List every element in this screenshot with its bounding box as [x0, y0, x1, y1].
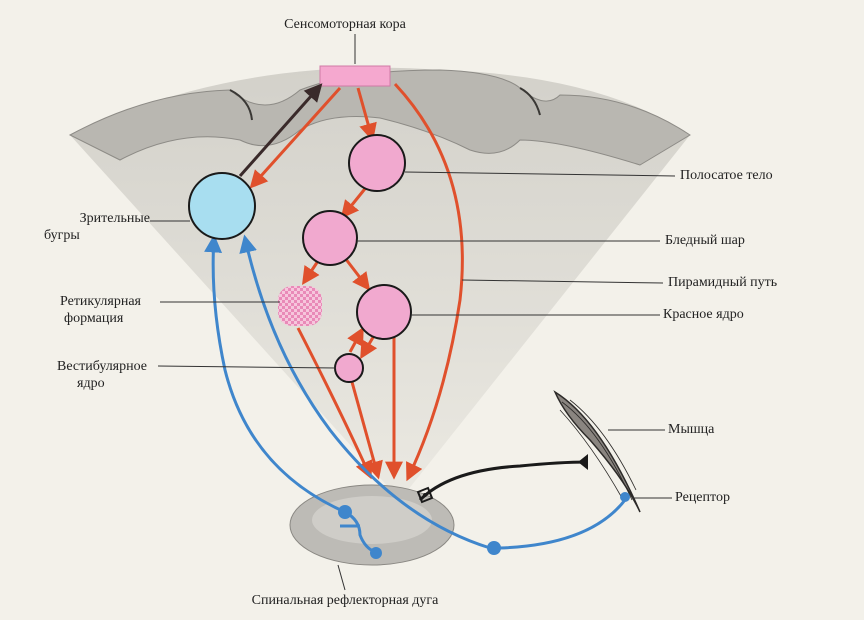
pyramidal-tract [393, 82, 464, 482]
afferent-to-thalamus-left [204, 234, 346, 514]
label-striatum: Полосатое тело [680, 168, 773, 183]
label-thalamus-1: Зрительные [79, 211, 150, 226]
label-spinal-arc: Спинальная рефлекторная дуга [251, 593, 439, 608]
striatum-node [348, 134, 406, 192]
vestibular-to-red-nucleus [347, 326, 364, 353]
dorsal-ganglion [487, 541, 501, 555]
reticular-node [278, 286, 322, 326]
vestibular-node [334, 353, 364, 383]
leader-pyramidal [461, 279, 664, 284]
spinal-neuron-dot [423, 493, 427, 497]
pallidum-to-red-nucleus [343, 257, 371, 291]
receptor-dot [620, 492, 630, 502]
motor-neuron [370, 547, 382, 559]
label-reticular-2: формация [64, 311, 124, 326]
pallidum-node [302, 210, 358, 266]
reflex-inner [344, 510, 376, 554]
label-muscle: Мышца [668, 422, 715, 437]
label-receptor: Рецептор [675, 490, 730, 505]
sulcus-left [229, 89, 253, 121]
label-reticular-1: Ретикулярная [60, 294, 141, 309]
red-nucleus-node [356, 284, 412, 340]
striatum-to-pallidum [340, 184, 370, 219]
thalamus-node [188, 172, 256, 240]
label-thalamus-2: бугры [44, 228, 80, 243]
thalamus-to-cortex [238, 83, 323, 177]
afferent-to-thalamus-right [239, 234, 491, 550]
label-red-nucleus: Красное ядро [663, 307, 744, 322]
cortex-to-thalamus [249, 86, 342, 189]
receptor-afferent [499, 499, 627, 550]
muscle-fibres [559, 399, 637, 501]
spinal-neuron-icon [416, 486, 434, 504]
label-vestibular-2: ядро [77, 376, 105, 391]
leader-vestibular [157, 365, 337, 369]
leader-spinal-arc [337, 564, 346, 591]
label-pyramidal: Пирамидный путь [668, 275, 778, 290]
cortex-band [68, 69, 691, 166]
efferent-to-muscle [418, 460, 589, 502]
label-pallidum: Бледный шар [665, 233, 745, 248]
sulcus-right [519, 87, 541, 116]
leader-striatum [404, 171, 676, 177]
muscle-icon [553, 390, 641, 513]
label-vestibular-1: Вестибулярное [57, 359, 148, 374]
sensorimotor-cortex [319, 65, 391, 87]
interneuron [338, 505, 352, 519]
cortex-to-striatum [356, 87, 377, 142]
vestibular-descending [350, 381, 383, 480]
label-cortex: Сенсомоторная кора [284, 17, 406, 32]
motor-end-plate [578, 454, 588, 470]
reticular-descending [296, 327, 373, 480]
